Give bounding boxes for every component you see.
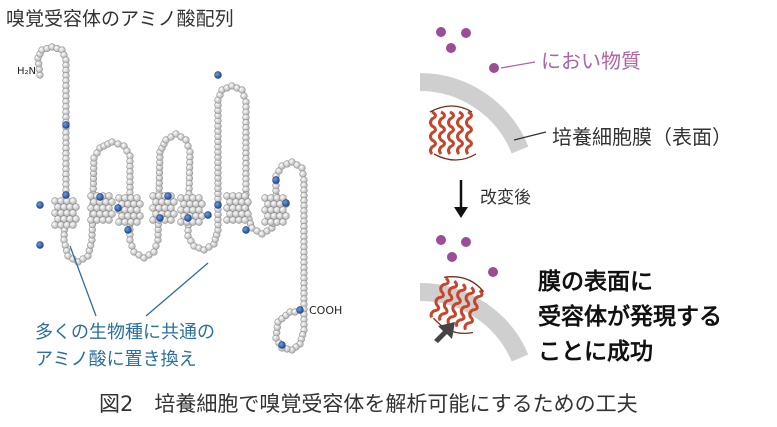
- odorant-pointer-line: [500, 61, 536, 69]
- page-title: 嗅覚受容体のアミノ酸配列: [6, 8, 234, 30]
- receptor-helix: [438, 110, 446, 155]
- after-modification-label: 改変後: [480, 188, 531, 208]
- odorant-label: におい物質: [541, 49, 641, 73]
- receptor-helix: [455, 286, 476, 328]
- result-text-line1: 膜の表面に: [538, 269, 653, 295]
- callout-text-line2: アミノ酸に置き換え: [35, 349, 197, 370]
- arrow-up-right-icon: [434, 322, 455, 343]
- c-terminus-label: COOH: [309, 304, 343, 317]
- receptor-helix: [465, 110, 473, 155]
- callout-pointer-line: [145, 262, 209, 317]
- transmembrane-helices: [51, 192, 290, 229]
- result-text-line2: 受容体が発現する: [538, 304, 722, 330]
- membrane-label: 培養細胞膜（表面）: [552, 125, 732, 149]
- arrow-down-icon: [454, 180, 468, 218]
- n-terminus-label: H₂N: [17, 66, 37, 77]
- receptor-helix: [438, 280, 459, 322]
- result-text-line3: ことに成功: [538, 339, 653, 365]
- callout-text-line1: 多くの生物種に共通の: [35, 322, 215, 343]
- callout-pointer-line: [69, 245, 97, 317]
- receptor-helix: [463, 289, 484, 331]
- receptor-protein-inside: [429, 105, 477, 161]
- figure-caption: 図2 培養細胞で嗅覚受容体を解析可能にするための工夫: [99, 392, 638, 416]
- receptor-loop: [429, 105, 477, 161]
- receptor-helix: [447, 110, 455, 155]
- cell-membrane-bottom: [419, 282, 529, 362]
- cell-membrane-top: [419, 73, 529, 154]
- membrane-pointer-line: [513, 131, 547, 141]
- highlighted-residues: [36, 71, 304, 349]
- receptor-helix: [429, 276, 450, 318]
- odorant-molecules-top: [436, 27, 499, 73]
- receptor-helix: [446, 283, 467, 325]
- receptor-helix: [456, 110, 464, 155]
- receptor-helix: [429, 110, 437, 155]
- odorant-molecules-bottom: [436, 235, 498, 277]
